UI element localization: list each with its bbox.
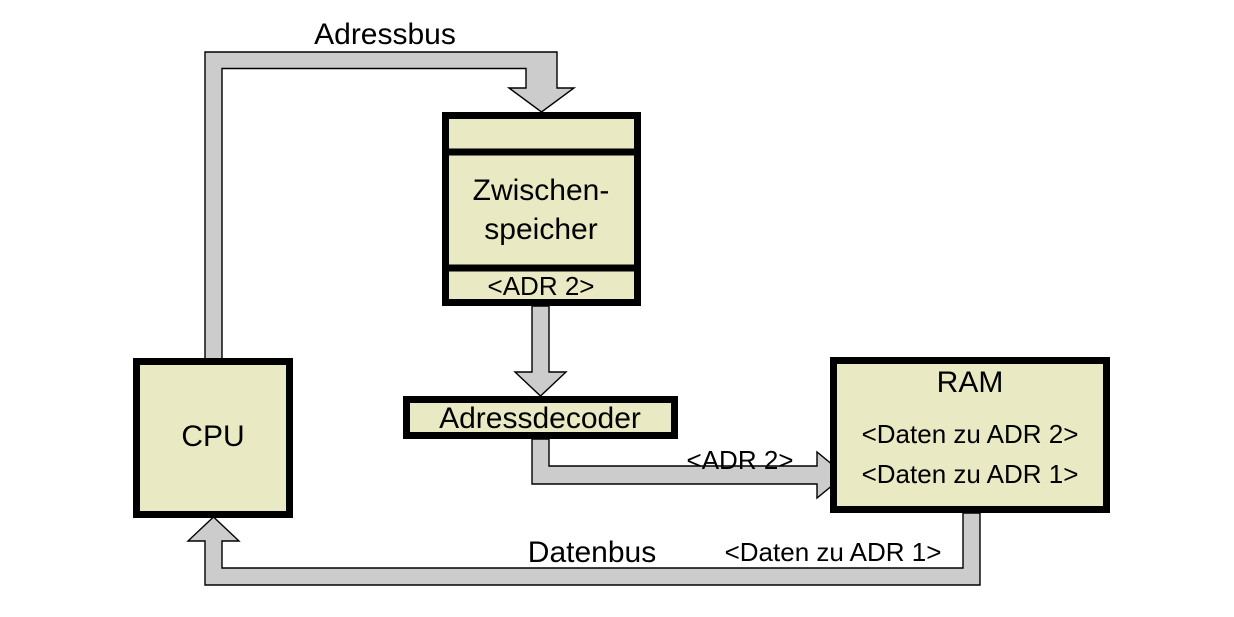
data-bus-value-label: <Daten zu ADR 1> [725,537,942,567]
zwischenspeicher-box[interactable]: Zwischen- speicher <ADR 2> [442,112,641,306]
cpu-box[interactable]: CPU [133,358,293,518]
address-bus-shape [204,51,577,361]
adr2-bus-label: <ADR 2> [687,445,794,475]
adressdecoder-label: Adressdecoder [439,402,641,435]
address-bus-path [204,51,577,361]
data-bus-label: Datenbus [528,536,656,569]
zwischenspeicher-label-line1: Zwischen- [473,174,610,207]
address-bus-label: Adressbus [314,18,456,51]
ram-box[interactable]: RAM <Daten zu ADR 2> <Daten zu ADR 1> [830,357,1110,513]
data-bus-path [186,512,981,586]
cpu-box-rect [133,358,293,518]
zwischenspeicher-label-line2: speicher [484,213,597,246]
zwischenspeicher-to-decoder-arrow [513,305,568,397]
zwischenspeicher-adr-value: <ADR 2> [488,271,595,301]
decoder-arrow-shape [513,305,568,397]
adressdecoder-box[interactable]: Adressdecoder [403,396,678,439]
ram-title: RAM [937,366,1004,399]
ram-row-0: <Daten zu ADR 2> [862,419,1079,449]
ram-box-rect [830,357,1110,513]
adressdecoder-box-rect [403,396,678,439]
cpu-label: CPU [181,420,244,453]
ram-row-1: <Daten zu ADR 1> [862,459,1079,489]
data-bus-shape [186,512,981,586]
